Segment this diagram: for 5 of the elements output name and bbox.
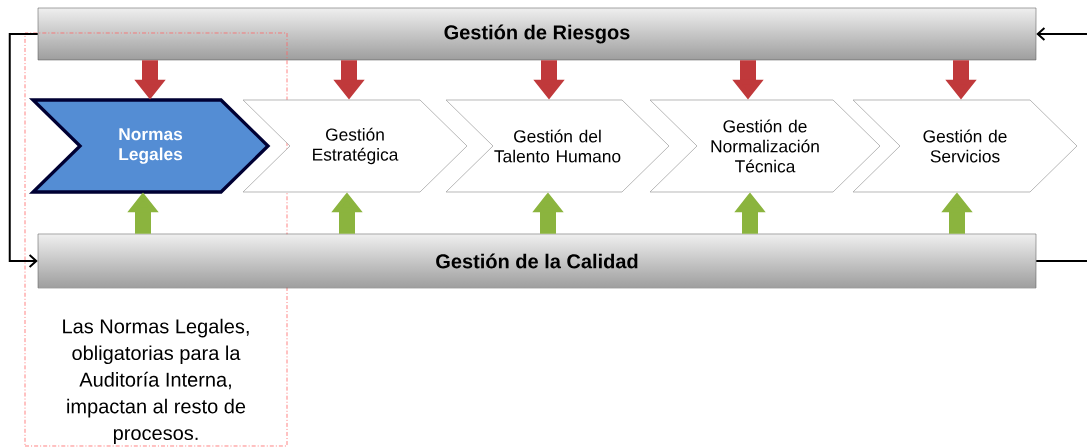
connector-arrow (1036, 27, 1087, 41)
connector-line (1035, 260, 1087, 262)
process-bar: Gestión de la Calidad (37, 233, 1037, 289)
connector-arrow (8, 33, 39, 268)
process-bar: Gestión de Riesgos (37, 7, 1037, 61)
